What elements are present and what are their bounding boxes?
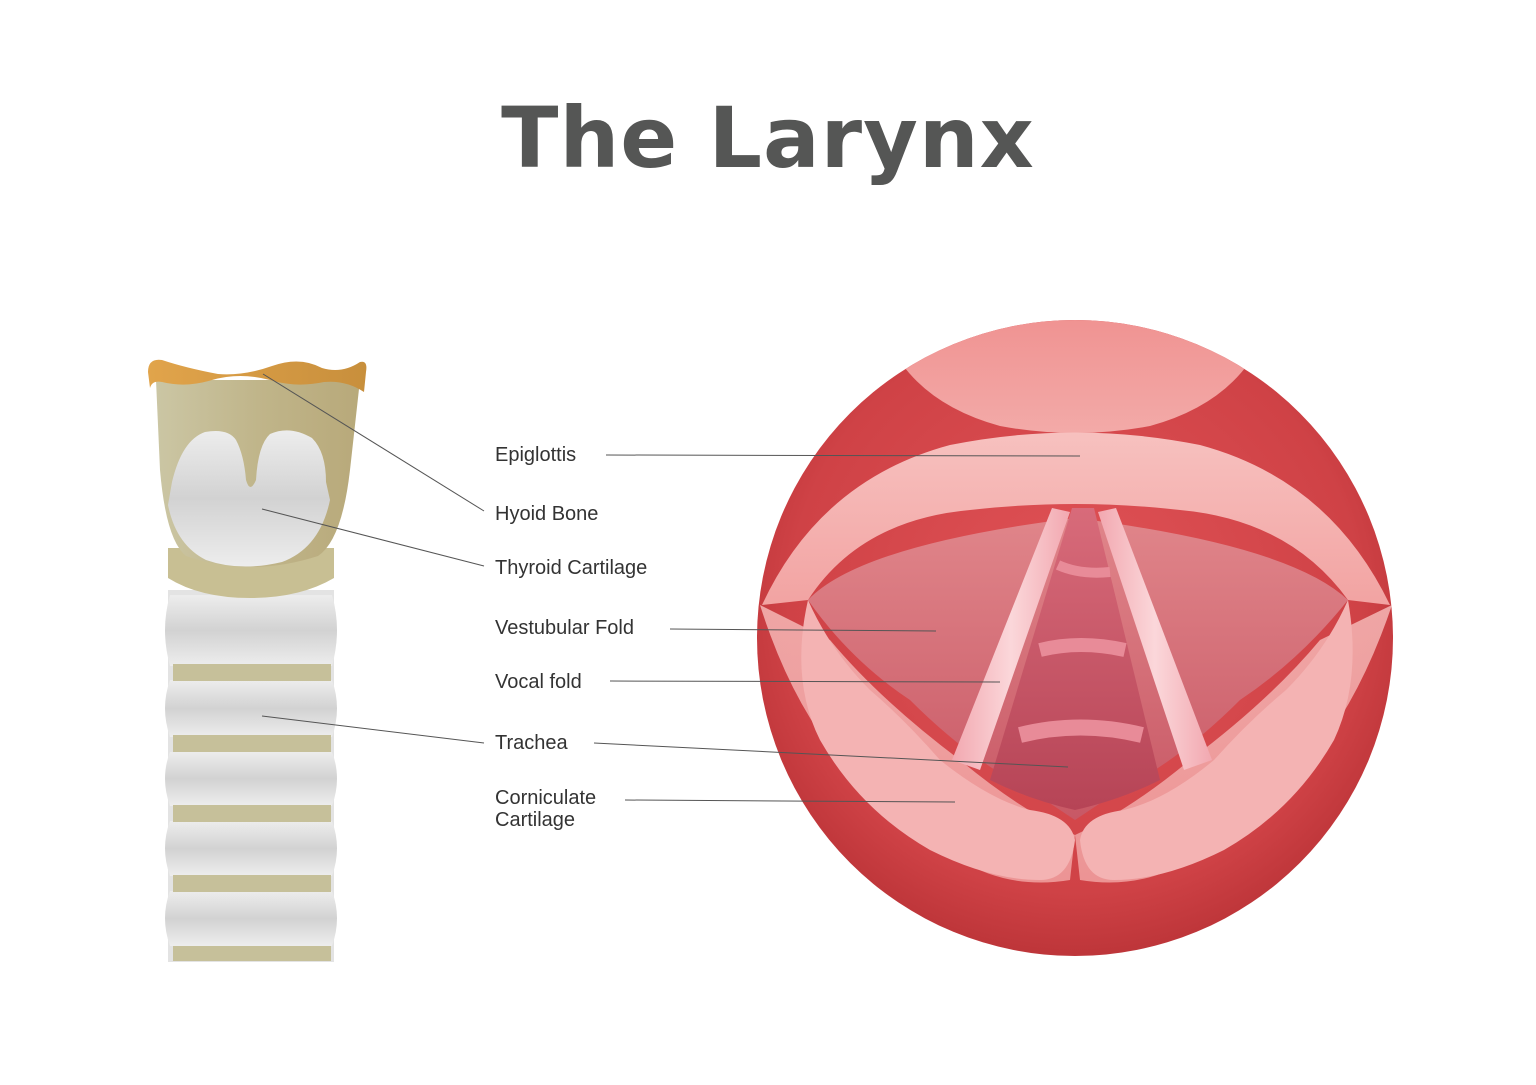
cartilage-band — [173, 735, 331, 752]
label-thyroid-cartilage: Thyroid Cartilage — [495, 557, 648, 579]
leader-line-corniculate — [624, 799, 956, 803]
corniculate-cartilage-left — [801, 600, 1075, 880]
cartilage-band — [173, 805, 331, 822]
thyroid-shield — [168, 430, 330, 567]
leader-line-vocal — [609, 680, 1001, 683]
leader-line-epiglottis — [605, 454, 1081, 457]
leader-line-vestibular — [669, 628, 937, 632]
trachea-ring — [165, 680, 337, 737]
trachea-ring — [165, 752, 337, 806]
label-vocal-fold: Vocal fold — [495, 671, 582, 693]
trachea-ring — [165, 821, 337, 876]
cartilage-band — [173, 875, 331, 892]
upper-fold — [880, 320, 1270, 433]
trachea-ring-view — [1055, 560, 1111, 578]
leader-line-trachea-right — [593, 742, 1069, 768]
leader-lines — [261, 373, 1081, 803]
trachea-illustration — [148, 359, 367, 962]
trachea-ring-view — [1038, 638, 1127, 657]
leader-line-hyoid — [262, 373, 485, 512]
larynx-top-view — [757, 320, 1393, 956]
label-hyoid-bone: Hyoid Bone — [495, 503, 599, 525]
hyoid-bone — [148, 359, 367, 392]
label-corniculate-line1: Corniculate — [495, 787, 597, 809]
trachea-ring — [165, 595, 337, 666]
cartilage-band — [173, 946, 331, 961]
label-trachea: Trachea — [495, 732, 568, 754]
label-corniculate-line2: Cartilage — [495, 809, 576, 831]
cartilage-band — [173, 664, 331, 681]
corniculate-cartilage-right — [1080, 600, 1353, 880]
diagram-title: The Larynx — [501, 89, 1035, 187]
vocal-fold-left — [952, 508, 1070, 770]
vocal-fold-right — [1098, 508, 1212, 770]
label-vestibular-fold: Vestubular Fold — [495, 617, 634, 639]
trachea-ring — [165, 891, 337, 946]
leader-line-thyroid — [261, 508, 485, 567]
label-epiglottis: Epiglottis — [495, 444, 577, 466]
label-corniculate-cartilage: Corniculate Cartilage — [495, 787, 596, 831]
epiglottis — [762, 432, 1390, 605]
trachea-ring-view — [1018, 719, 1144, 743]
leader-line-trachea-left — [261, 715, 485, 744]
